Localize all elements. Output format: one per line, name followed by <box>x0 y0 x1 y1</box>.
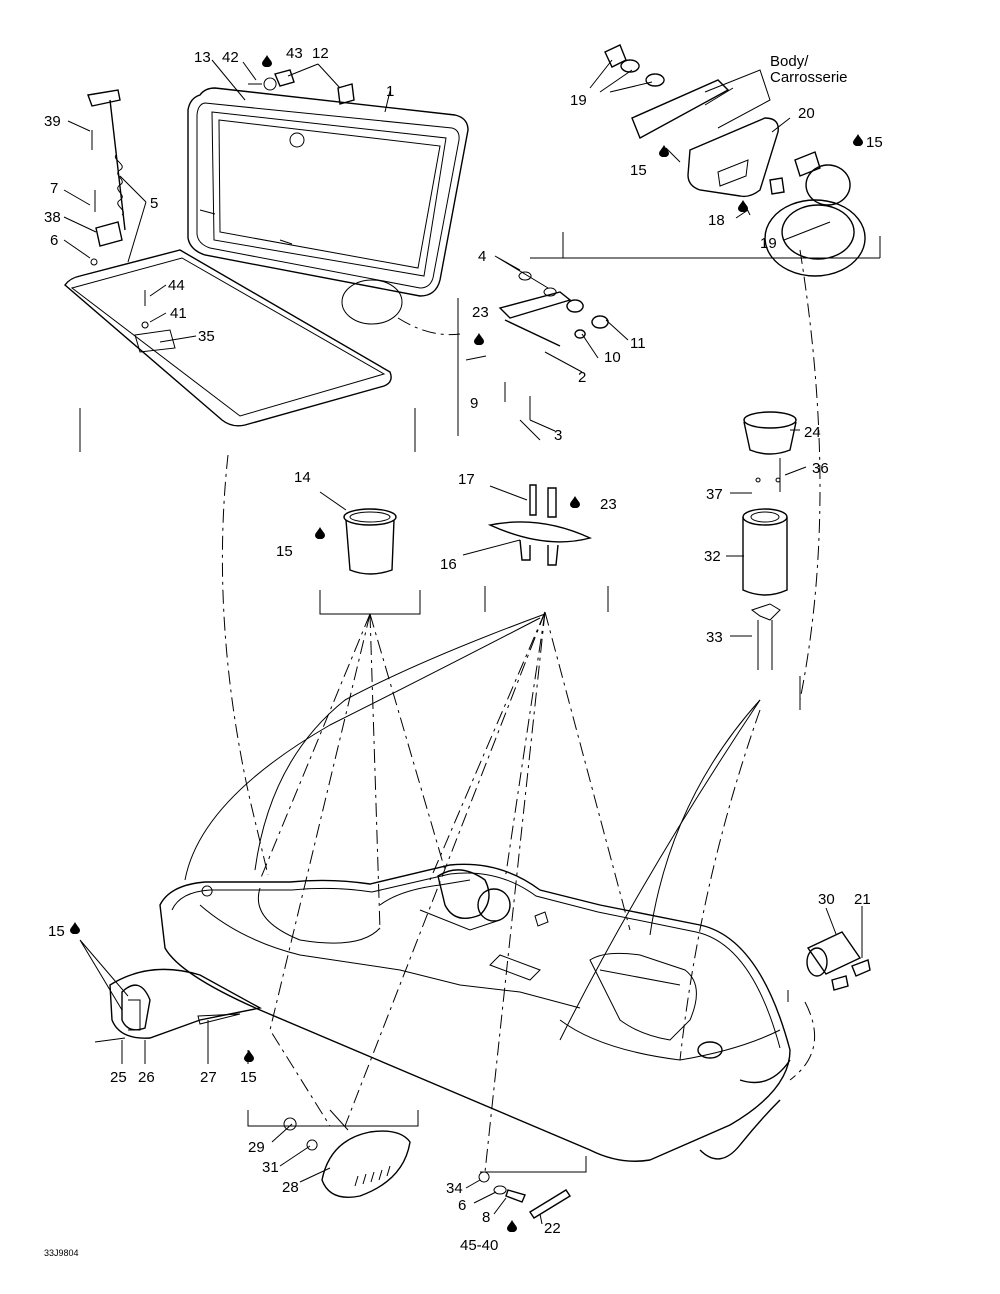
callout-28: 28 <box>282 1179 299 1196</box>
callout-2: 2 <box>578 369 586 386</box>
callout-6-top: 6 <box>50 232 58 249</box>
latch-small-parts <box>141 69 355 329</box>
callout-8: 8 <box>482 1209 490 1226</box>
drop-symbols <box>70 55 863 1232</box>
figure-code: 33J9804 <box>44 1248 79 1258</box>
callout-7: 7 <box>50 180 58 197</box>
callout-24: 24 <box>804 424 821 441</box>
cup-holder-right-stack <box>726 411 807 710</box>
callout-17: 17 <box>458 471 475 488</box>
callout-13: 13 <box>194 49 211 66</box>
drop-icon <box>738 200 748 212</box>
bottom-fastener-parts <box>465 1171 571 1225</box>
drop-icon <box>244 1050 254 1062</box>
callout-1: 1 <box>386 83 394 100</box>
callout-29: 29 <box>248 1139 265 1156</box>
body-label-line2: Carrosserie <box>770 69 848 86</box>
drop-icon <box>70 922 80 934</box>
callout-15-handle-left: 15 <box>630 162 647 179</box>
callout-38: 38 <box>44 209 61 226</box>
drop-icon <box>474 333 484 345</box>
callout-16: 16 <box>440 556 457 573</box>
drop-icon <box>262 55 272 67</box>
callout-6-bottom: 6 <box>458 1197 466 1214</box>
callout-44: 44 <box>168 277 185 294</box>
callout-labels: 1 2 3 4 5 6 6 7 8 9 10 11 12 13 14 15 15… <box>44 45 883 1258</box>
callout-21: 21 <box>854 891 871 908</box>
callout-34: 34 <box>446 1180 463 1197</box>
callout-23-mid: 23 <box>600 496 617 513</box>
detail-callout-circle <box>341 279 461 336</box>
hinge-spring-assembly <box>87 89 126 266</box>
callout-27: 27 <box>200 1069 217 1086</box>
callout-42: 42 <box>222 49 239 66</box>
callout-4: 4 <box>478 248 486 265</box>
callout-31: 31 <box>262 1159 279 1176</box>
drop-icon <box>315 527 325 539</box>
callout-19-bottom: 19 <box>760 235 777 252</box>
callout-39: 39 <box>44 113 61 130</box>
callout-36: 36 <box>812 460 829 477</box>
callout-30: 30 <box>818 891 835 908</box>
handle-assembly <box>562 44 881 277</box>
callout-23-cleat: 23 <box>472 304 489 321</box>
callout-45-40: 45-40 <box>460 1237 498 1254</box>
cup-holder-left <box>319 491 397 575</box>
rear-bumper <box>79 939 263 1064</box>
callout-18: 18 <box>708 212 725 229</box>
callout-15-cup: 15 <box>276 543 293 560</box>
reference-lines <box>184 249 821 1173</box>
drop-icon <box>659 145 669 157</box>
callout-19-top: 19 <box>570 92 587 109</box>
body-label-line1: Body/ <box>770 53 809 70</box>
callout-11: 11 <box>630 335 646 352</box>
cleat-16 <box>462 484 593 566</box>
callout-35: 35 <box>198 328 215 345</box>
storage-tray <box>64 249 392 427</box>
vent-cover <box>271 1109 411 1198</box>
callout-37: 37 <box>706 486 723 503</box>
callout-9: 9 <box>470 395 478 412</box>
callout-26: 26 <box>138 1069 155 1086</box>
callout-12: 12 <box>312 45 329 62</box>
callout-25: 25 <box>110 1069 127 1086</box>
drop-icon <box>507 1220 517 1232</box>
drop-icon <box>853 134 863 146</box>
callout-10: 10 <box>604 349 621 366</box>
callout-3: 3 <box>554 427 562 444</box>
watercraft-hull <box>159 863 791 1162</box>
storage-lid-assembly <box>187 87 469 297</box>
callout-41: 41 <box>170 305 187 322</box>
callout-22: 22 <box>544 1220 561 1237</box>
callout-15-bottom: 15 <box>240 1069 257 1086</box>
callout-20: 20 <box>798 105 815 122</box>
callout-15-bumper: 15 <box>48 923 65 940</box>
drop-icon <box>570 496 580 508</box>
callout-15-handle-right: 15 <box>866 134 883 151</box>
callout-32: 32 <box>704 548 721 565</box>
callout-14: 14 <box>294 469 311 486</box>
callout-5: 5 <box>150 195 158 212</box>
callout-33: 33 <box>706 629 723 646</box>
leader-lines-top-left <box>63 59 391 343</box>
right-rear-parts <box>787 906 871 1002</box>
cleat-assembly <box>457 255 629 441</box>
callout-43: 43 <box>286 45 303 62</box>
